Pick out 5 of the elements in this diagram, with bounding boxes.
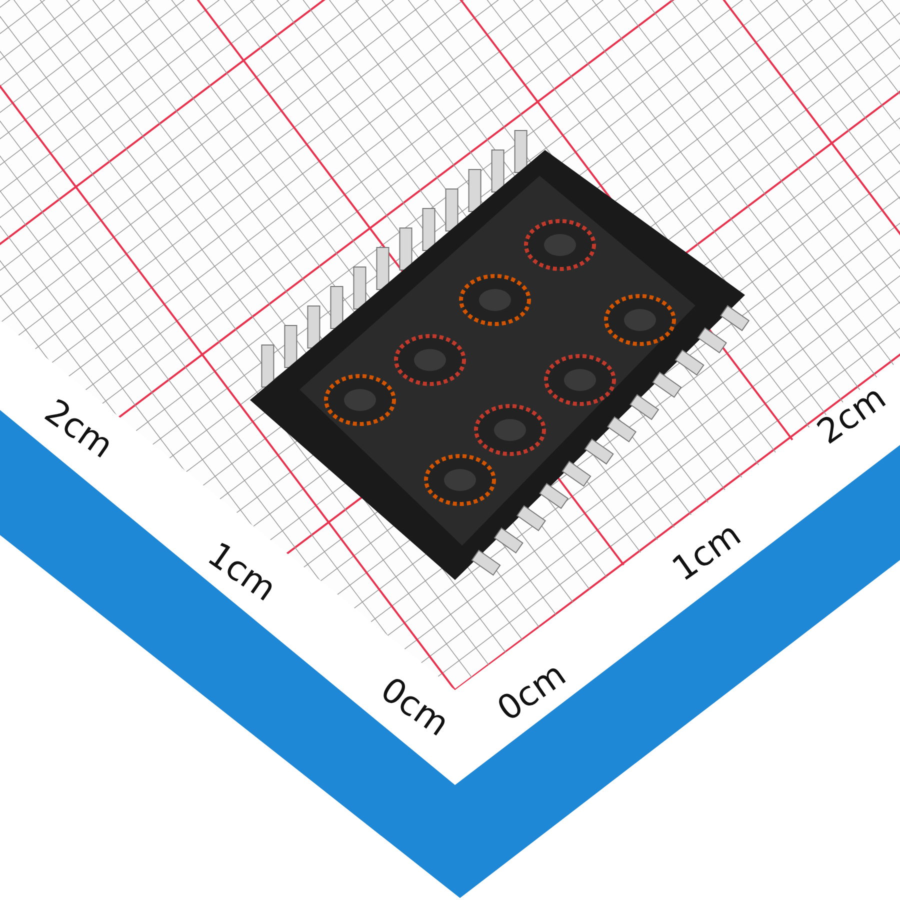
scale-label: 0cm [374, 672, 455, 742]
scale-label: 0cm [492, 657, 572, 727]
scale-label: 1cm [202, 537, 282, 607]
scale-label: 2cm [812, 380, 892, 450]
scale-label: 1cm [666, 517, 747, 587]
